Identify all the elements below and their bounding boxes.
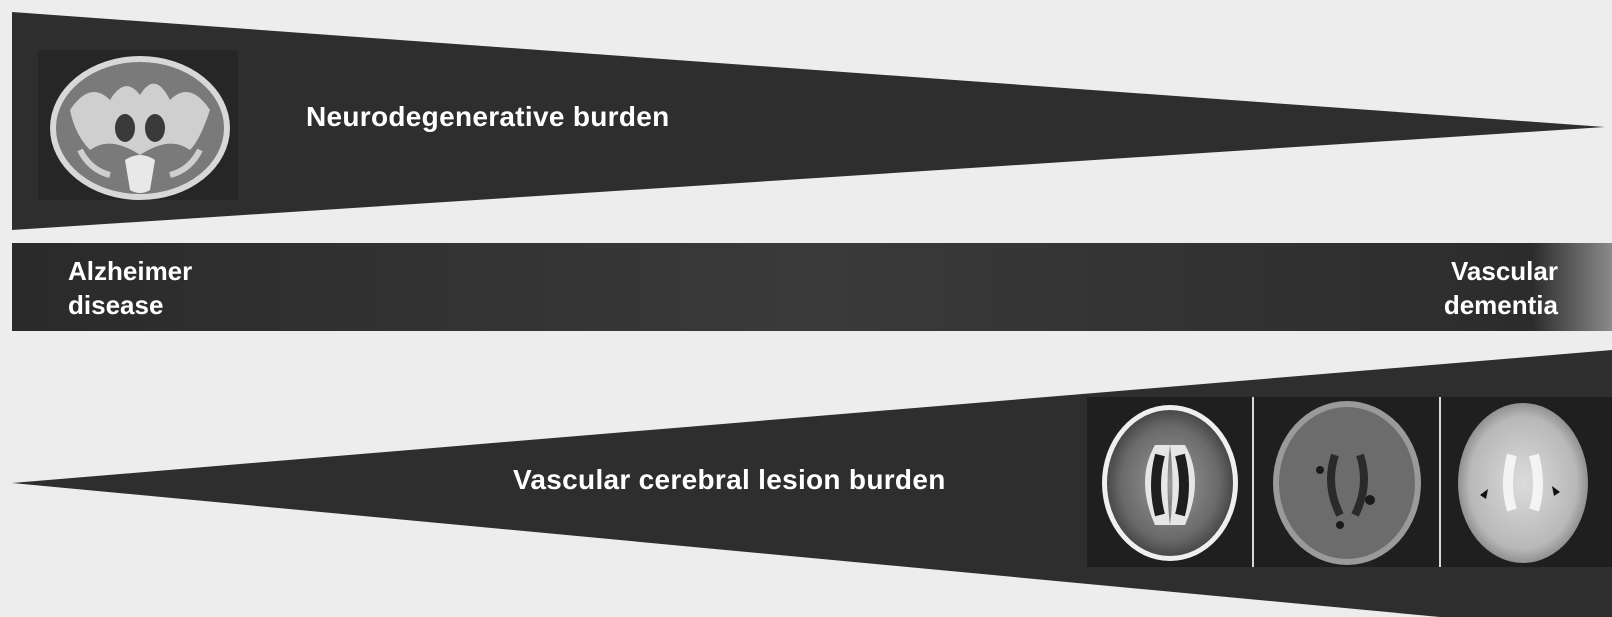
vascular-dementia-label: Vascular dementia — [1444, 254, 1558, 322]
vascular-line1: Vascular — [1444, 254, 1558, 288]
alzheimer-line2: disease — [68, 288, 192, 322]
coronal-brain-image — [38, 50, 238, 200]
axial-t1-image — [1273, 401, 1421, 565]
neurodegenerative-burden-label: Neurodegenerative burden — [306, 101, 670, 133]
axial-flair-image — [1102, 405, 1238, 561]
vascular-lesion-burden-label: Vascular cerebral lesion burden — [513, 464, 946, 496]
axial-t2-image — [1458, 403, 1588, 563]
alzheimer-line1: Alzheimer — [68, 254, 192, 288]
alzheimer-disease-label: Alzheimer disease — [68, 254, 192, 322]
axial-mri-panels — [1087, 397, 1612, 567]
neurodegenerative-wedge — [12, 12, 1605, 230]
disease-spectrum-band — [12, 243, 1612, 331]
vascular-line2: dementia — [1444, 288, 1558, 322]
